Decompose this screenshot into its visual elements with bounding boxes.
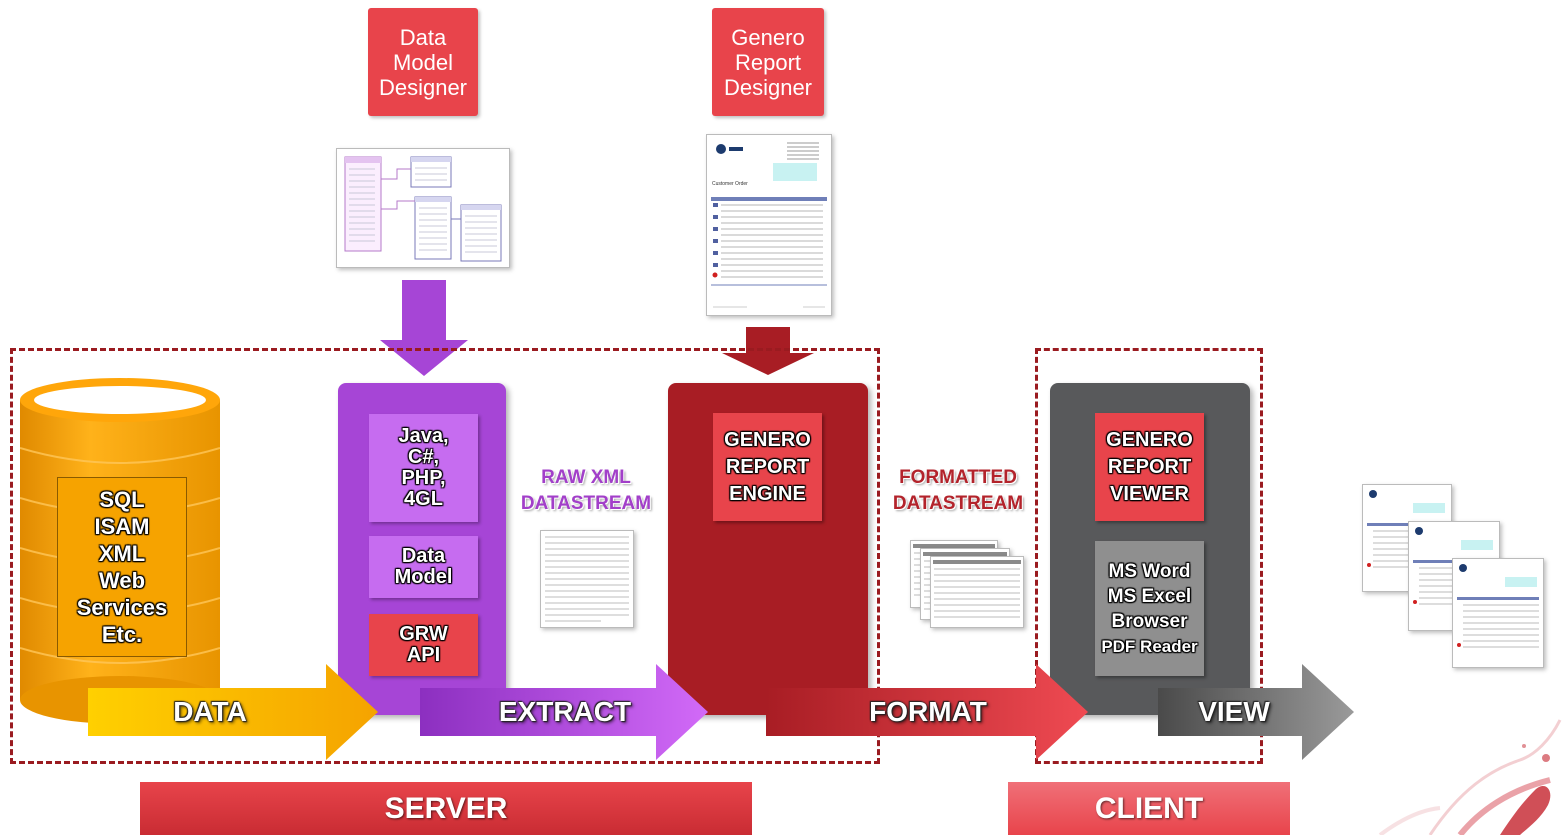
data-model-label: Model xyxy=(394,566,453,588)
viewer-app: MS Excel xyxy=(1107,585,1192,607)
stream-label-line: DATASTREAM xyxy=(892,493,1024,514)
engine-label: REPORT xyxy=(725,455,810,478)
document-preview-image xyxy=(1457,564,1539,648)
stream-label-line: DATASTREAM xyxy=(520,493,652,514)
grw-api-label: GRW xyxy=(399,623,448,645)
tool-label-line: Designer xyxy=(723,74,813,100)
tool-label-line: Genero xyxy=(731,24,805,50)
data-model-diagram-image xyxy=(344,156,502,262)
server-bar: SERVER xyxy=(140,782,752,835)
data-model-designer-box: Data Model Designer xyxy=(368,8,478,116)
tool-label-line: Model xyxy=(393,49,453,75)
grw-api-box: GRW API xyxy=(369,614,478,676)
raw-xml-datastream-label: RAW XML DATASTREAM xyxy=(508,465,664,517)
viewer-app: Browser xyxy=(1111,610,1188,632)
formatted-page-front xyxy=(930,556,1024,628)
database-type: ISAM xyxy=(94,514,150,539)
report-engine-box: GENERO REPORT ENGINE xyxy=(713,413,822,521)
data-arrow xyxy=(88,664,378,760)
view-stage-label: VIEW xyxy=(1198,696,1270,727)
extract-arrow xyxy=(420,664,708,760)
engine-label: ENGINE xyxy=(729,482,806,505)
format-arrow xyxy=(766,664,1088,760)
purple-down-arrow xyxy=(380,280,468,376)
stream-label-line: FORMATTED xyxy=(899,467,1017,488)
tool-label-line: Data xyxy=(399,24,447,50)
languages-box: Java, C#, PHP, 4GL xyxy=(369,414,478,522)
report-thumbnail-title: Customer Order xyxy=(712,181,748,187)
viewer-label: GENERO xyxy=(1106,428,1193,451)
stream-label-line: RAW XML xyxy=(541,467,631,488)
server-region xyxy=(10,348,880,764)
format-stage-label: FORMAT xyxy=(869,696,987,727)
database-types-box: SQL ISAM XML Web Services Etc. xyxy=(57,477,187,657)
database-type: Services xyxy=(76,595,168,620)
database-type: Web xyxy=(98,568,146,593)
formatted-datastream-label: FORMATTED DATASTREAM xyxy=(880,465,1036,517)
tool-label-line: Report xyxy=(734,49,802,75)
database-type: XML xyxy=(98,541,146,566)
output-document-front xyxy=(1452,558,1544,668)
report-viewer-box: GENERO REPORT VIEWER xyxy=(1095,413,1204,521)
viewer-app: MS Word xyxy=(1108,560,1191,582)
language-label: PHP, xyxy=(401,467,446,489)
language-label: C#, xyxy=(407,446,440,468)
viewer-apps-box: MS Word MS Excel Browser PDF Reader xyxy=(1095,541,1204,676)
engine-label: GENERO xyxy=(724,428,811,451)
grw-api-label: API xyxy=(406,644,441,666)
database-type: SQL xyxy=(99,487,145,512)
data-stage-label: DATA xyxy=(173,696,247,727)
tool-label-line: Designer xyxy=(378,74,468,100)
language-label: 4GL xyxy=(404,488,443,510)
red-down-arrow xyxy=(722,327,814,375)
viewer-app: PDF Reader xyxy=(1101,636,1198,656)
database-type: Etc. xyxy=(101,622,143,647)
decorative-splatter xyxy=(1378,719,1562,835)
extract-stage-label: EXTRACT xyxy=(498,696,632,727)
datastream-lines-image xyxy=(545,536,629,622)
data-model-box: Data Model xyxy=(369,536,478,598)
language-label: Java, xyxy=(398,425,449,447)
page-lines-image xyxy=(933,560,1021,618)
stage-arrows xyxy=(88,664,1354,760)
report-designer-box: Genero Report Designer xyxy=(712,8,824,116)
viewer-label: REPORT xyxy=(1107,455,1192,478)
view-arrow xyxy=(1158,664,1354,760)
data-model-label: Data xyxy=(401,545,446,567)
data-model-thumbnail xyxy=(336,148,510,268)
viewer-label: VIEWER xyxy=(1110,482,1189,505)
client-bar: CLIENT xyxy=(1008,782,1290,835)
raw-datastream-thumbnail xyxy=(540,530,634,628)
client-region xyxy=(1035,348,1263,764)
report-designer-thumbnail: Customer Order xyxy=(706,134,832,316)
report-layout-image xyxy=(711,142,827,308)
